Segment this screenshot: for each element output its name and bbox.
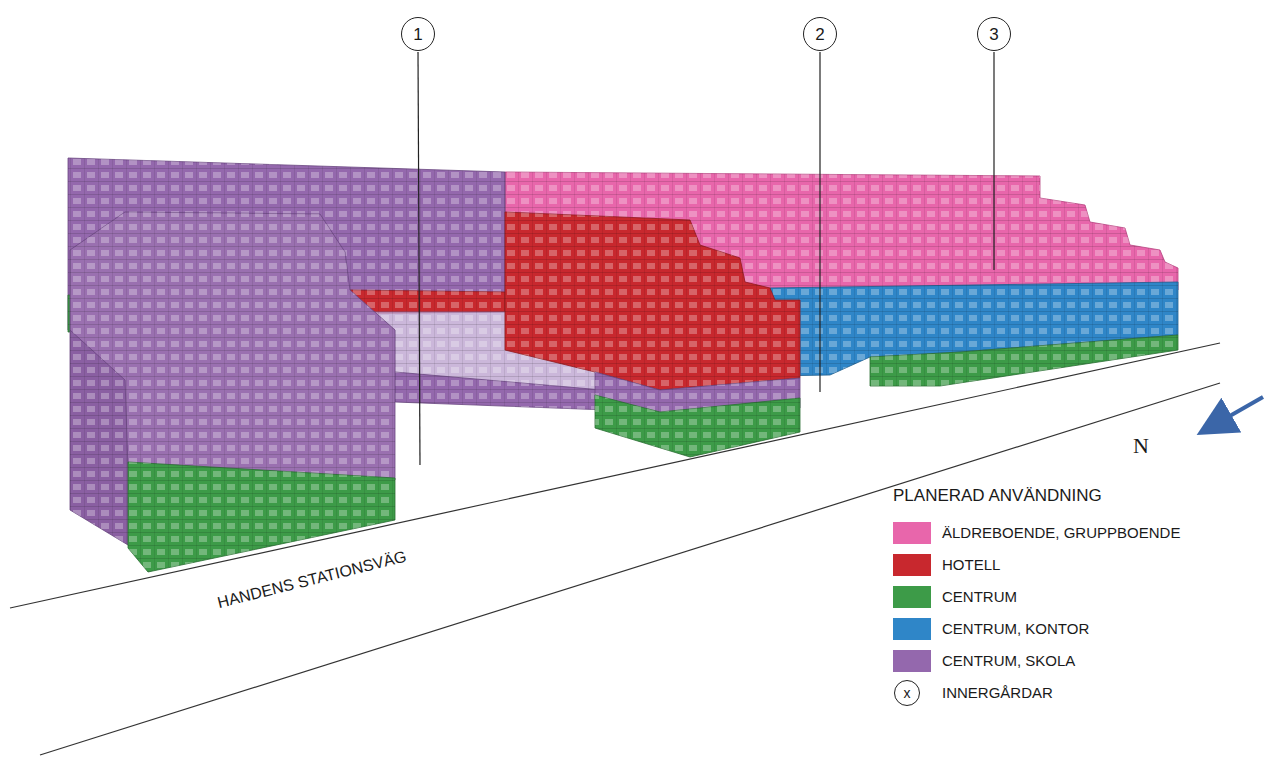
legend-swatch — [893, 650, 931, 672]
callout-number: 1 — [413, 26, 422, 43]
legend-swatch — [893, 618, 931, 640]
centre-mass — [128, 462, 395, 572]
legend-symbol-text: x — [904, 685, 911, 701]
legend-swatch — [893, 586, 931, 608]
north-arrow — [1214, 397, 1263, 425]
legend-symbol-text-holder: x — [904, 684, 911, 702]
window-grid — [70, 212, 395, 480]
legend-swatch — [893, 554, 931, 576]
window-grid — [595, 395, 800, 457]
centre-mass — [595, 395, 800, 457]
legend-entry: CENTRUM, KONTOR — [942, 620, 1089, 638]
legend-swatch — [893, 522, 931, 544]
legend-heading: PLANERAD ANVÄNDNING — [893, 486, 1102, 506]
legend-text: ÄLDREBOENDE, GRUPPBOENDE — [942, 524, 1180, 541]
legend-text: CENTRUM, SKOLA — [942, 652, 1075, 669]
legend-text: INNERGÅRDAR — [942, 684, 1053, 701]
street-name: HANDENS STATIONSVÄG — [216, 548, 409, 613]
window-grid — [128, 462, 395, 572]
legend-text: CENTRUM — [942, 588, 1017, 605]
hotel-mass — [505, 212, 800, 390]
legend-text: CENTRUM, KONTOR — [942, 620, 1089, 637]
callout-number: 3 — [989, 26, 998, 43]
leader-line — [993, 52, 994, 270]
legend-text: HOTELL — [942, 556, 1000, 573]
leader-line — [418, 52, 420, 465]
legend-entry: CENTRUM — [942, 588, 1017, 606]
legend-entry: CENTRUM, SKOLA — [942, 652, 1075, 670]
callout-circle: 1 — [401, 17, 435, 51]
legend-entry: ÄLDREBOENDE, GRUPPBOENDE — [942, 524, 1180, 542]
leader-line — [819, 52, 820, 392]
centre-mass — [870, 335, 1178, 386]
legend-entry: INNERGÅRDAR — [942, 684, 1053, 702]
legend-heading-holder: PLANERAD ANVÄNDNING — [893, 486, 1102, 506]
north-label: N — [1133, 433, 1149, 458]
street-name-holder: HANDENS STATIONSVÄG — [216, 548, 409, 613]
legend-entry: HOTELL — [942, 556, 1000, 574]
window-grid — [505, 212, 800, 390]
north-label-holder: N — [1133, 433, 1149, 458]
callout-circle: 3 — [977, 17, 1011, 51]
callout-number: 2 — [815, 26, 824, 43]
window-grid — [870, 335, 1178, 386]
school-mass — [70, 212, 395, 480]
callout-circle: 2 — [803, 17, 837, 51]
